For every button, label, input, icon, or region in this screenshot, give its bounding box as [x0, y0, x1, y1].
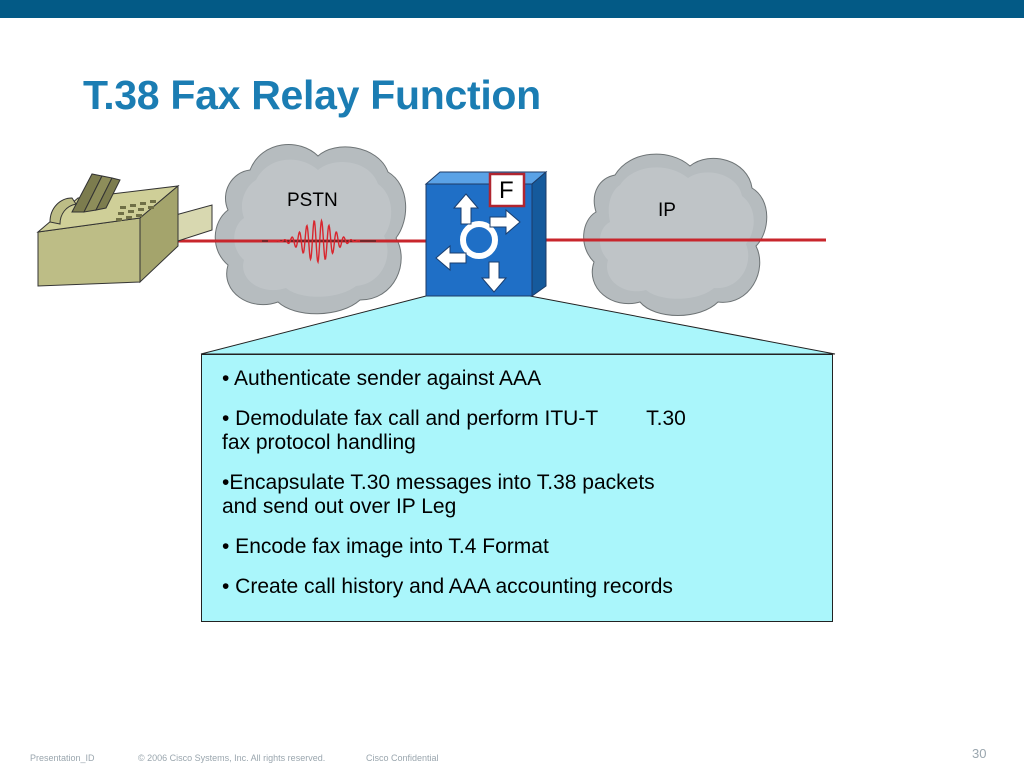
- bullet-demodulate-part3: fax protocol handling: [222, 431, 416, 454]
- fax-badge: F: [488, 172, 526, 208]
- bullet-encapsulate-line1: •Encapsulate T.30 messages into T.38 pac…: [222, 471, 655, 494]
- footer-presentation-id: Presentation_ID: [30, 753, 95, 763]
- pstn-label: PSTN: [287, 190, 338, 211]
- fax-machine-icon: [36, 173, 213, 287]
- bullet-encapsulate-line2: and send out over IP Leg: [222, 495, 457, 518]
- pstn-cloud: PSTN: [214, 144, 407, 315]
- bullet-demodulate: • Demodulate fax call and perform ITU-T T…: [222, 407, 802, 455]
- slide-title: T.38 Fax Relay Function: [83, 72, 541, 118]
- bullet-encapsulate: •Encapsulate T.30 messages into T.38 pac…: [222, 471, 802, 519]
- ip-cloud: IP: [583, 153, 768, 316]
- footer-copyright: © 2006 Cisco Systems, Inc. All rights re…: [138, 753, 326, 763]
- ip-label: IP: [658, 200, 676, 221]
- callout-box: • Authenticate sender against AAA • Demo…: [201, 354, 833, 622]
- header-bar: [0, 0, 1024, 18]
- bullet-demodulate-part2: T.30: [646, 407, 686, 430]
- bullet-demodulate-part1: • Demodulate fax call and perform ITU-T: [222, 407, 599, 430]
- analog-wave-icon: [262, 218, 376, 265]
- router-icon: [424, 170, 548, 297]
- page-number: 30: [972, 746, 987, 761]
- bullet-call-history: • Create call history and AAA accounting…: [222, 575, 673, 598]
- bullet-authenticate: • Authenticate sender against AAA: [222, 367, 542, 390]
- bullet-encode: • Encode fax image into T.4 Format: [222, 535, 549, 558]
- fax-badge-label: F: [499, 177, 514, 204]
- footer-confidential: Cisco Confidential: [366, 753, 439, 763]
